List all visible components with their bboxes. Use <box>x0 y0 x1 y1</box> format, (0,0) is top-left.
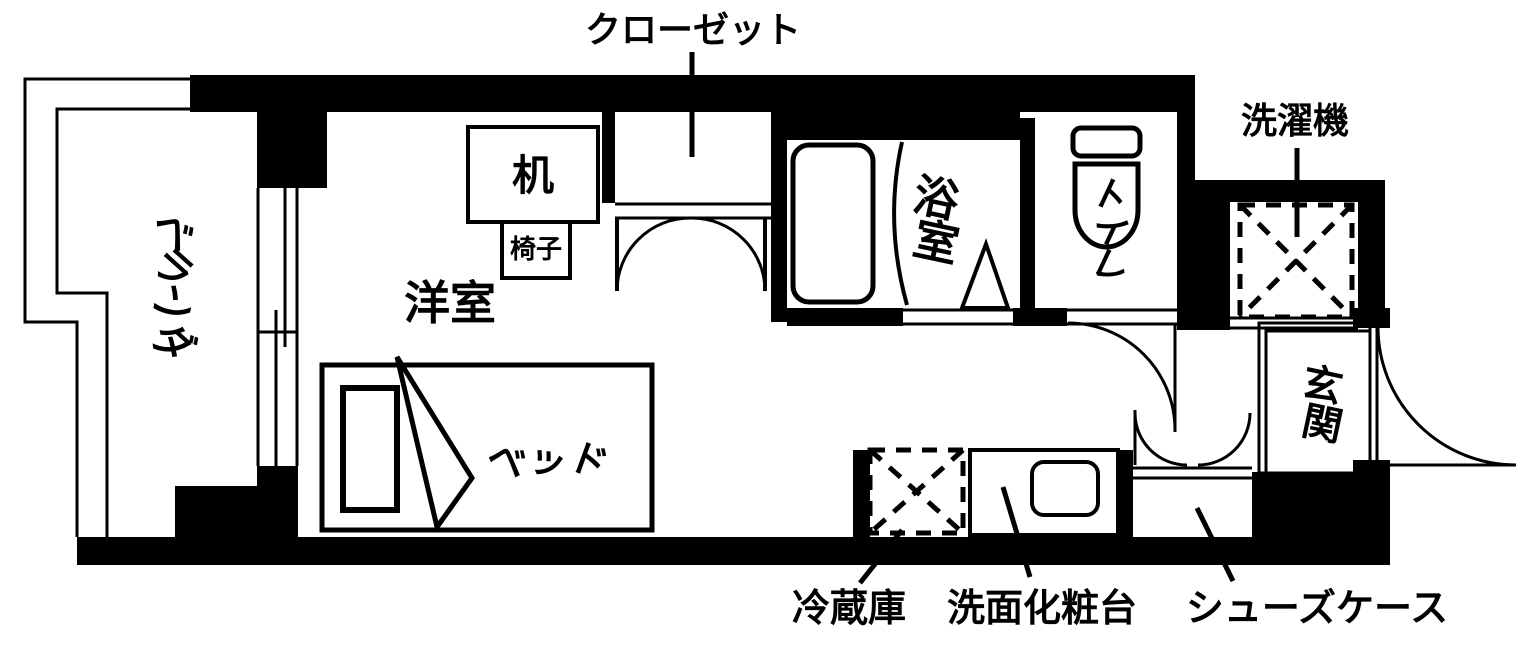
genkan-floor <box>1257 321 1379 475</box>
wall <box>1177 112 1195 182</box>
wall <box>1177 180 1230 330</box>
wall <box>771 112 1020 140</box>
label-bathroom: 浴室 <box>908 167 964 274</box>
label-chair: 椅子 <box>509 235 563 265</box>
bed <box>319 355 655 533</box>
folding-door-symbol <box>959 238 1011 310</box>
toilet-door <box>1067 321 1177 432</box>
wall <box>1118 450 1133 537</box>
bed-pillow <box>340 385 400 513</box>
label-bed: ベッド <box>481 433 617 489</box>
walls <box>77 75 1390 565</box>
leader-line-shoecase <box>1194 506 1236 583</box>
shower-door <box>892 141 1011 310</box>
veranda-outline <box>23 77 257 537</box>
wall <box>602 112 615 203</box>
label-refrigerator: 冷蔵庫 <box>791 586 907 630</box>
leader-line-fridge <box>858 528 904 585</box>
wall <box>1020 118 1035 310</box>
toilet-bowl <box>1072 161 1141 250</box>
wall <box>787 308 903 326</box>
washer-threshold <box>1230 316 1358 330</box>
label-toilet: トイレ <box>1085 170 1136 294</box>
toilet-tank <box>1070 125 1143 159</box>
label-closet: クローゼット <box>584 10 802 51</box>
label-western-room: 洋室 <box>404 276 496 330</box>
label-vanity: 洗面化粧台 <box>946 586 1138 630</box>
bathtub <box>790 142 876 305</box>
sink <box>1030 460 1100 517</box>
shoe-case <box>1133 410 1252 480</box>
toilet-threshold <box>1067 308 1177 326</box>
label-shoe-case: シューズケース <box>1185 586 1449 630</box>
vanity-unit <box>968 448 1120 537</box>
bathroom-threshold <box>903 308 1013 326</box>
wall <box>175 486 257 537</box>
chair <box>500 220 572 280</box>
label-washing-machine: 洗濯機 <box>1240 101 1350 142</box>
leader-line-vanity <box>1000 486 1033 578</box>
wall <box>257 77 327 188</box>
wall <box>257 466 298 537</box>
label-desk: 机 <box>511 151 555 200</box>
wall <box>1358 202 1385 328</box>
wall <box>853 450 870 537</box>
veranda-window <box>256 188 299 466</box>
leader-lines <box>689 52 1300 585</box>
toilet-fixture <box>1070 125 1143 250</box>
wall <box>1195 180 1385 202</box>
wall <box>1013 308 1067 326</box>
wall <box>77 537 1390 565</box>
wall <box>771 112 787 322</box>
bed-blanket-fold <box>394 355 476 533</box>
closet-doors <box>615 202 771 292</box>
bed-frame <box>319 362 655 533</box>
label-veranda: ベランダ <box>142 201 203 374</box>
label-entrance: 玄関 <box>1297 359 1347 452</box>
refrigerator-symbol <box>867 447 966 536</box>
entrance-door <box>1376 326 1517 467</box>
